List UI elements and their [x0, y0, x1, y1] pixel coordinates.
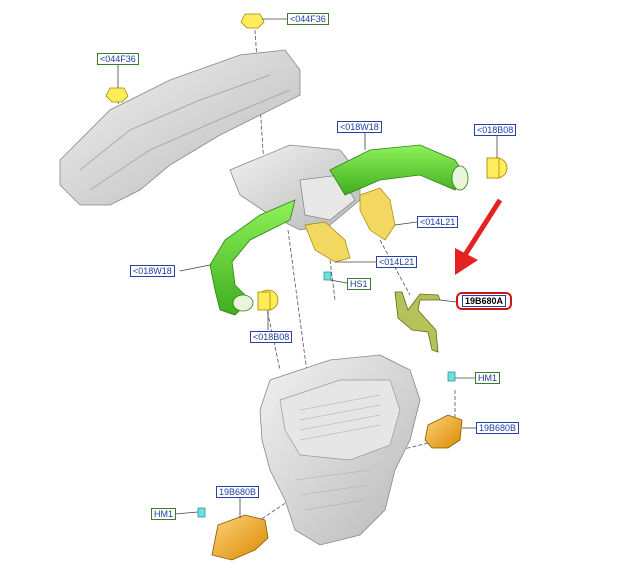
callout-19b680a-highlighted: 19B680A [456, 292, 513, 310]
callout-044f36-top: <044F36 [287, 13, 329, 25]
callout-014l21-lower: <014L21 [376, 256, 418, 268]
foam-pad-upper [359, 187, 396, 241]
callout-19b680a-label: 19B680A [462, 295, 507, 307]
heat-shield [59, 49, 301, 206]
clip-hm1-right [447, 371, 456, 382]
orange-part-right [424, 414, 463, 449]
green-duct-left [209, 199, 296, 316]
foam-pad-lower [304, 221, 351, 263]
callout-018w18-lower: <018W18 [130, 265, 175, 277]
orange-part-lower [211, 514, 269, 561]
nut-top [240, 13, 265, 29]
clip-hm1-left [197, 507, 206, 518]
callout-044f36-left: <044F36 [97, 53, 139, 65]
nut-left [105, 87, 129, 103]
callout-014l21-upper: <014L21 [417, 216, 459, 228]
callout-018w18-upper: <018W18 [337, 121, 382, 133]
cap-right [486, 157, 508, 179]
callout-018b08-upper: <018B08 [474, 124, 517, 136]
callout-hm1-left: HM1 [151, 508, 177, 520]
callout-19b680b-right: 19B680B [476, 422, 520, 434]
callout-hs1: HS1 [347, 278, 371, 290]
callout-leaders [117, 18, 498, 518]
cap-left [257, 289, 279, 311]
green-duct-right [329, 144, 466, 196]
callout-19b680b-lower: 19B680B [216, 486, 260, 498]
red-arrow [455, 198, 503, 275]
callout-hm1-right: HM1 [475, 372, 501, 384]
callout-018b08-lower: <018B08 [250, 331, 293, 343]
drain-tube [394, 291, 441, 353]
clip-hs1 [323, 271, 332, 281]
